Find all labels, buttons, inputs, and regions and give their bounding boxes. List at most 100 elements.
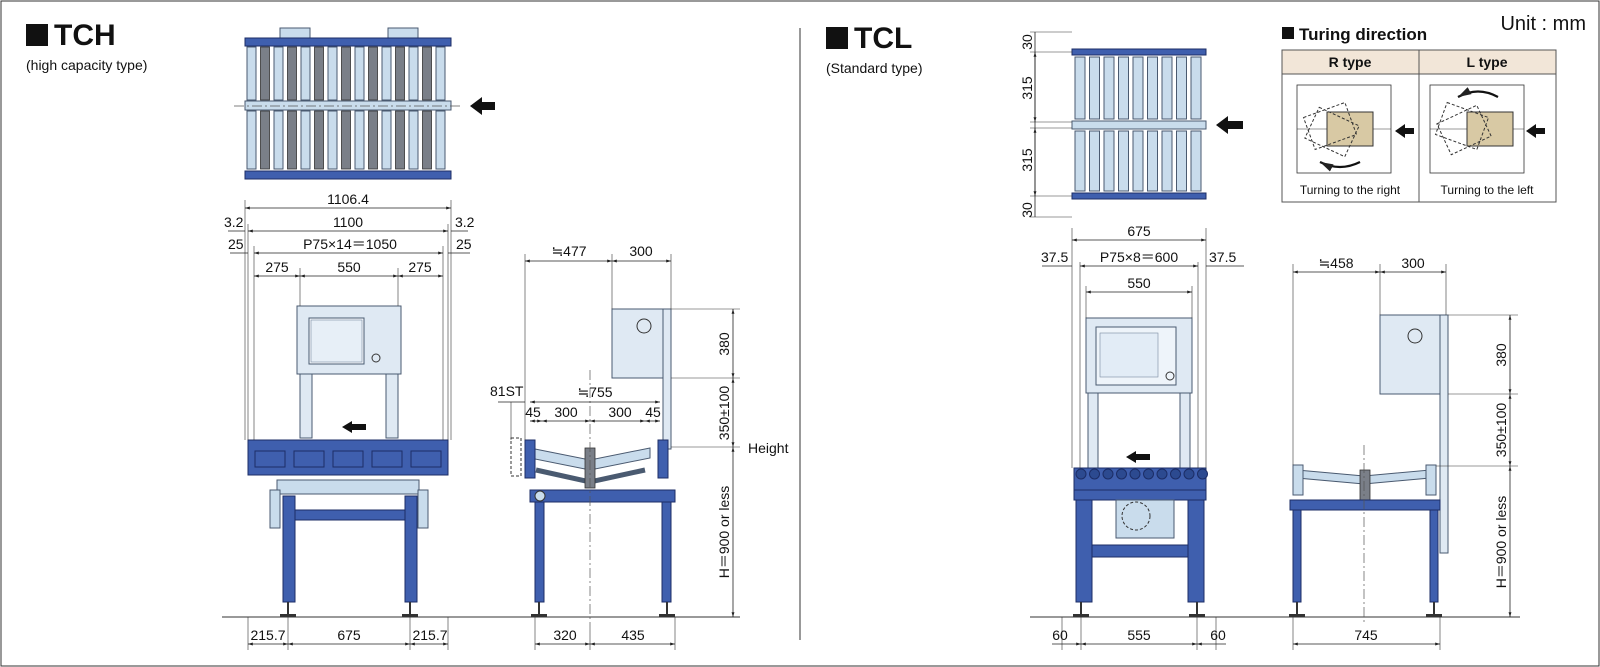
- tcl-side-depth-b: 300: [1401, 255, 1425, 271]
- r-caption: Turning to the right: [1300, 183, 1401, 197]
- roller: [408, 110, 419, 170]
- roller: [1190, 56, 1202, 120]
- tcl-front-view: [1073, 317, 1208, 617]
- tch-dim-base-left: 215.7: [250, 627, 285, 643]
- roller-end: [1129, 468, 1141, 480]
- tcl-side-dims: ≒458 300 380 350±100 H＝900 or less 745: [1292, 255, 1518, 650]
- tch-dim-width: 1100: [333, 214, 363, 230]
- roller-end: [1170, 468, 1181, 480]
- roller: [246, 46, 257, 101]
- tch-front-dims: 1106.4 1100 3.2 3.2 P75×14＝1050 25 25 27…: [222, 191, 740, 650]
- tch-dim-seg-left: 275: [265, 259, 289, 275]
- tcl-feed-arrow-icon: [1216, 116, 1243, 134]
- tcl-side-panel-height: 380: [1493, 343, 1509, 367]
- tch-side-45-right: 45: [645, 404, 661, 420]
- roller: [1103, 130, 1115, 192]
- tch-subtitle: (high capacity type): [26, 57, 147, 73]
- roller: [273, 46, 284, 101]
- tcl-side-base: 745: [1354, 627, 1378, 643]
- roller: [354, 110, 365, 170]
- tch-dim-right-b: 25: [456, 236, 472, 252]
- tch-side-adj-height: 350±100: [716, 386, 732, 441]
- l-caption: Turning to the left: [1441, 183, 1535, 197]
- tch-title-square: [26, 24, 48, 46]
- roller-housing: [332, 450, 364, 468]
- roller: [1089, 56, 1100, 120]
- roller: [381, 46, 392, 101]
- roller: [341, 110, 351, 170]
- tcl-dim-overall: 675: [1127, 223, 1151, 239]
- tch-dim-seg-mid: 550: [337, 259, 361, 275]
- tcl-side-floor-height: H＝900 or less: [1493, 496, 1509, 589]
- roller-end: [1183, 468, 1195, 480]
- tcl-title: TCL: [854, 22, 912, 55]
- tcl-front-dims: 675 P75×8＝600 37.5 37.5 550 60 555 60: [1030, 223, 1520, 650]
- roller: [314, 110, 324, 170]
- roller: [273, 110, 284, 170]
- tcl-side-view: [1289, 314, 1449, 622]
- roller-housing: [371, 450, 403, 468]
- roller: [246, 110, 257, 170]
- tch-side-depth-a: ≒477: [551, 243, 586, 259]
- roller-end: [1197, 468, 1208, 480]
- roller: [408, 46, 419, 101]
- tch-dim-left-a: 3.2: [224, 214, 244, 230]
- roller: [260, 110, 270, 170]
- tch-dim-base-mid: 675: [337, 627, 361, 643]
- roller: [327, 110, 338, 170]
- turning-direction: Turing direction R type L type Turning t…: [1281, 25, 1557, 203]
- roller: [1147, 130, 1158, 192]
- roller-end: [1102, 468, 1114, 480]
- roller: [395, 110, 405, 170]
- roller: [1118, 56, 1129, 120]
- roller: [1190, 130, 1202, 192]
- tch-dim-right-a: 3.2: [455, 214, 475, 230]
- tch-title: TCH: [54, 19, 116, 52]
- roller: [260, 46, 270, 101]
- roller: [1147, 56, 1158, 120]
- roller: [1074, 56, 1086, 120]
- tch-side-stroke: 81ST: [490, 383, 524, 399]
- roller: [395, 46, 405, 101]
- tch-side-base-right: 435: [621, 627, 645, 643]
- roller: [300, 110, 311, 170]
- l-feed-arrow-icon: [1526, 124, 1545, 138]
- tcl-title-square: [826, 27, 848, 49]
- roller: [314, 46, 324, 101]
- tch-side-300-right: 300: [608, 404, 632, 420]
- roller-housing: [410, 450, 442, 468]
- tch-side-view: [510, 308, 676, 630]
- roller-end: [1116, 468, 1127, 480]
- tcl-dim-base-mid: 555: [1127, 627, 1151, 643]
- tcl-side-adj-height: 350±100: [1493, 403, 1509, 458]
- roller: [1118, 130, 1129, 192]
- roller: [1132, 56, 1144, 120]
- tcl-top-30a: 30: [1019, 34, 1035, 50]
- tch-feed-arrow-icon: [470, 97, 495, 115]
- roller: [422, 46, 432, 101]
- roller-end: [1143, 468, 1154, 480]
- roller: [381, 110, 392, 170]
- roller: [422, 110, 432, 170]
- roller: [435, 110, 446, 170]
- roller: [1176, 130, 1187, 192]
- l-type-label: L type: [1467, 54, 1508, 70]
- tch-side-dims: ≒477 300 81ST ≒755 45 300 300 45 380 350…: [490, 243, 789, 650]
- tcl-top-315a: 315: [1019, 76, 1035, 100]
- unit-label: Unit : mm: [1500, 13, 1586, 35]
- tcl-top-view: 30 315 315 30: [1019, 31, 1243, 218]
- roller-end: [1075, 468, 1087, 480]
- tch-side-span: ≒755: [577, 384, 612, 400]
- roller: [1089, 130, 1100, 192]
- roller: [287, 46, 297, 101]
- roller-end: [1089, 468, 1100, 480]
- tcl-dim-right: 37.5: [1209, 249, 1236, 265]
- tcl-dim-left: 37.5: [1041, 249, 1068, 265]
- roller: [1132, 130, 1144, 192]
- tch-dim-base-right: 215.7: [412, 627, 447, 643]
- roller-housing: [254, 450, 286, 468]
- tch-side-panel-height: 380: [716, 332, 732, 356]
- roller: [368, 46, 378, 101]
